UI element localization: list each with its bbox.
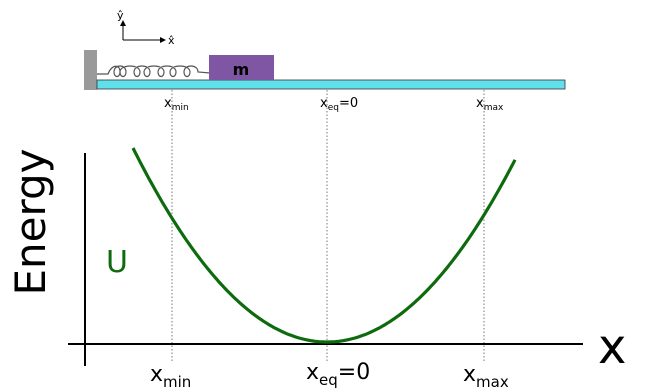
- spring-mass-setup: ŷ x̂ m xmin xeq=0 xmax: [84, 9, 566, 113]
- x-hat-label: x̂: [168, 34, 175, 47]
- y-hat-label: ŷ: [117, 9, 124, 22]
- energy-axis-label: Energy: [6, 148, 55, 295]
- potential-energy-curve: [131, 147, 517, 344]
- setup-xmax-label: xmax: [476, 96, 504, 113]
- potential-energy-label: U: [106, 245, 128, 280]
- graph-xmax-label: xmax: [463, 362, 509, 389]
- axis-indicator-icon: [120, 20, 166, 43]
- position-axis-label: x: [598, 319, 626, 375]
- graph-xeq-label: xeq=0: [306, 360, 370, 389]
- setup-xeq-label: xeq=0: [320, 96, 358, 113]
- track-rod: [96, 79, 566, 90]
- mass-label: m: [233, 60, 250, 79]
- setup-xmin-label: xmin: [164, 96, 189, 113]
- reference-lines: [171, 90, 485, 362]
- wall: [84, 50, 97, 90]
- energy-graph: Energy x U xmin xeq=0 xmax: [6, 147, 626, 389]
- graph-xmin-label: xmin: [150, 362, 191, 389]
- mass-block: [209, 55, 274, 80]
- spring-icon: [97, 65, 211, 78]
